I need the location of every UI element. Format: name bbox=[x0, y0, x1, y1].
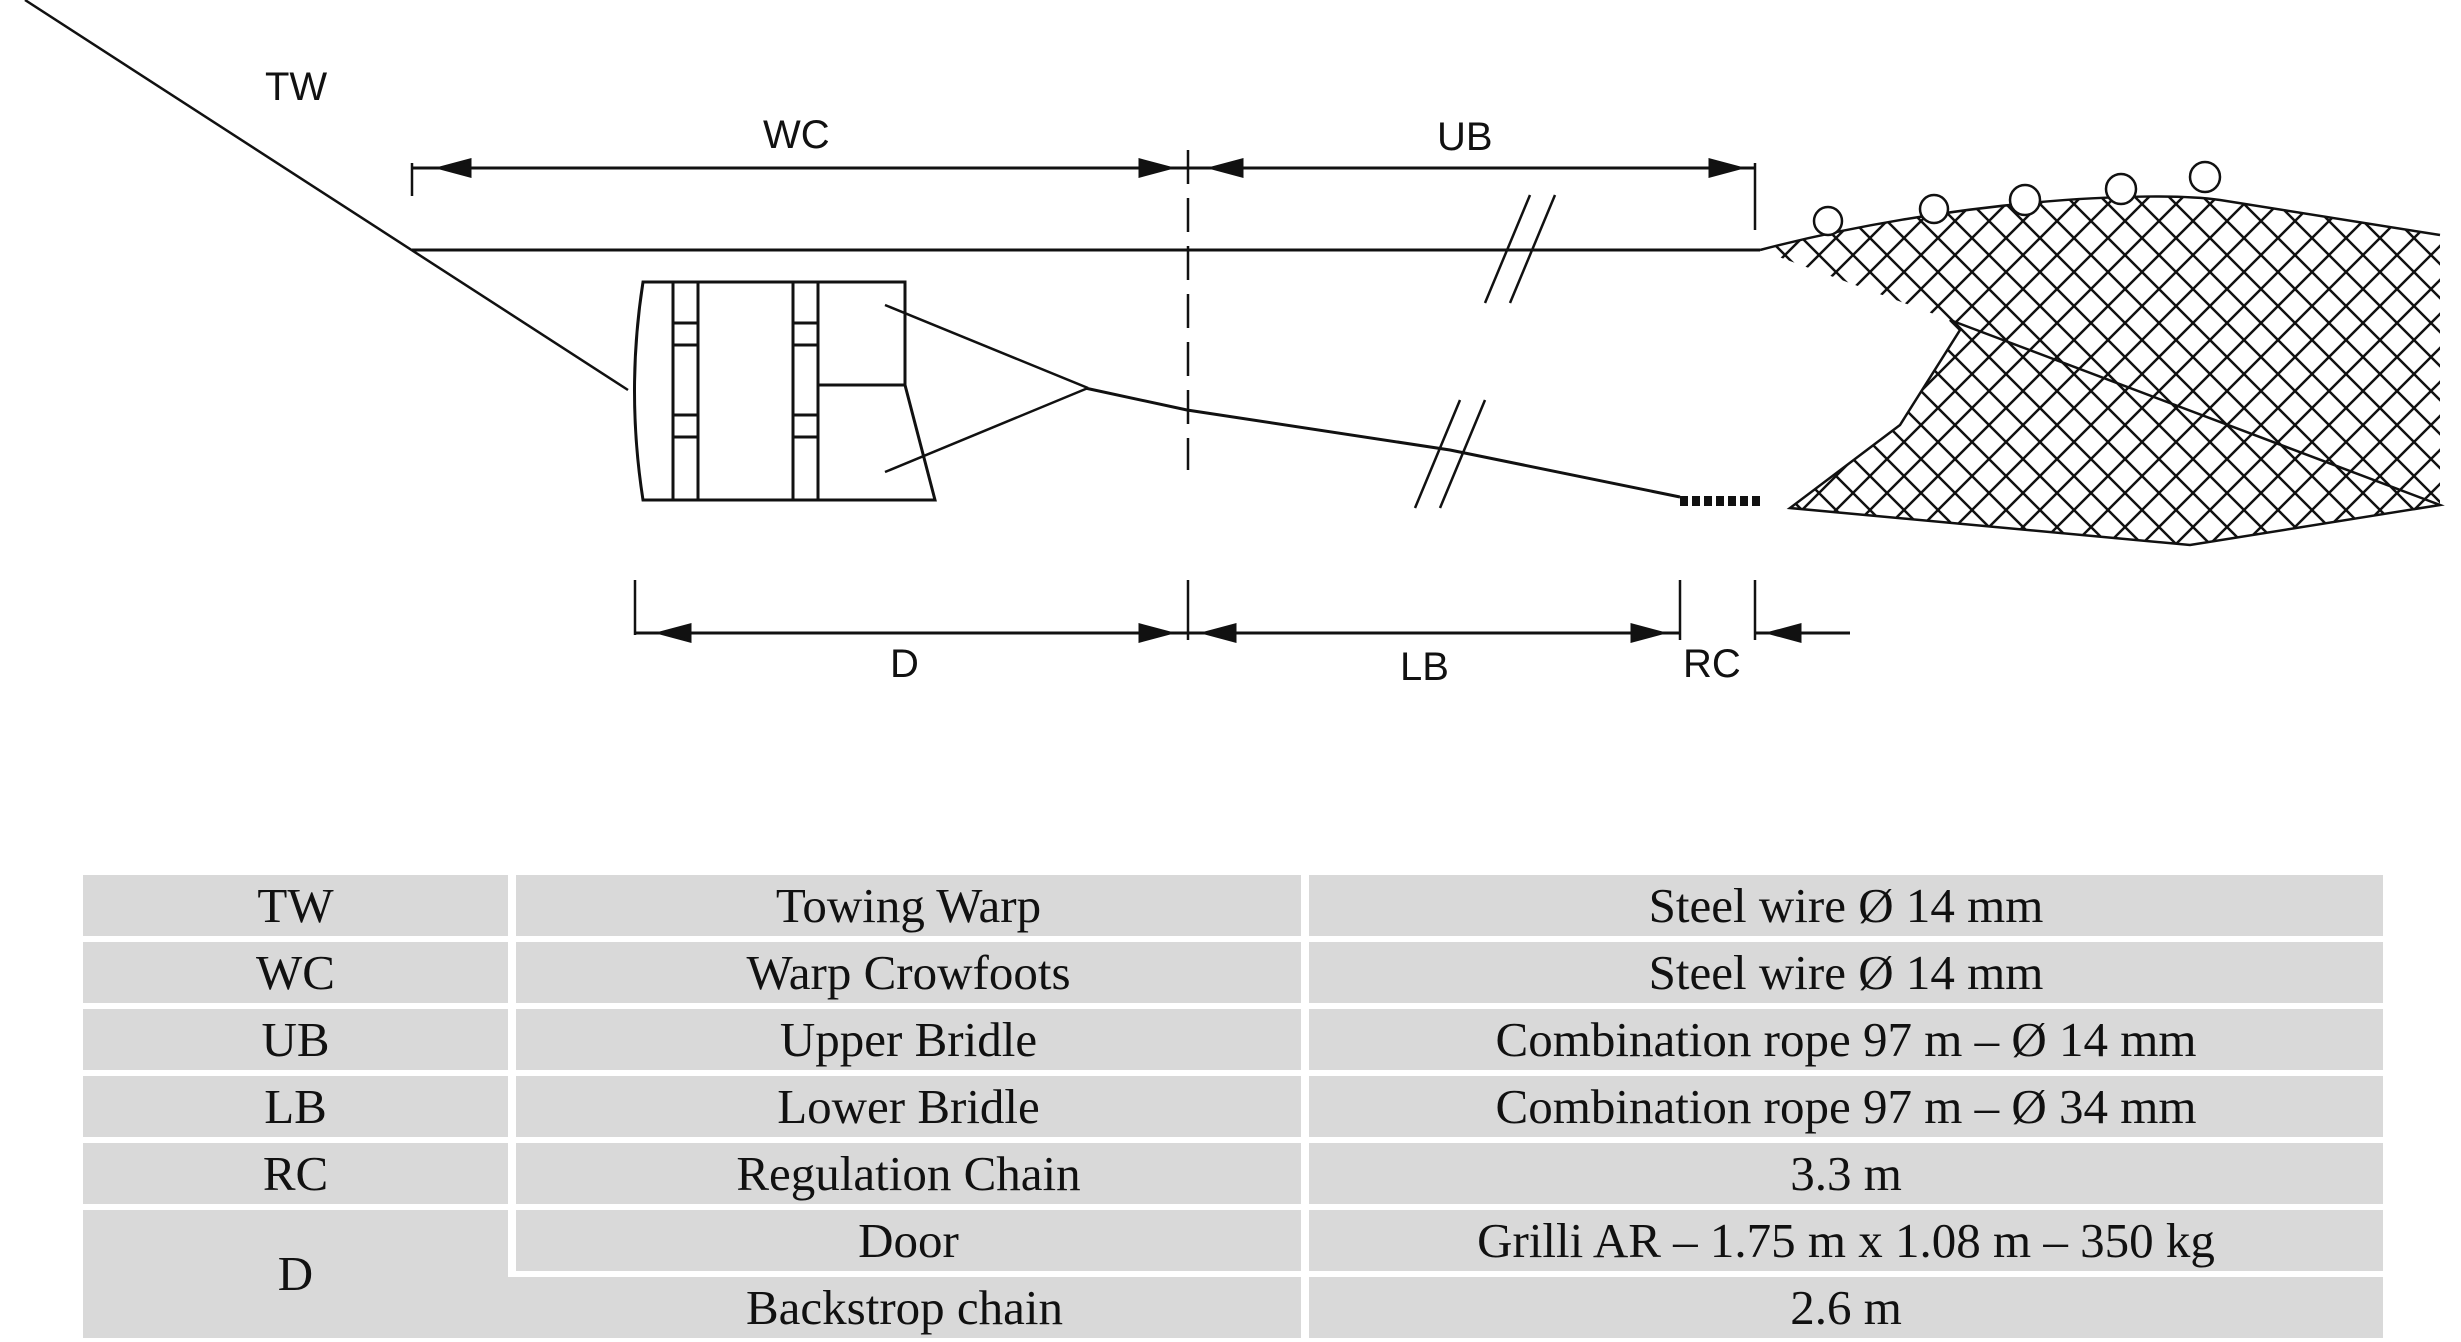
table-row: LB Lower Bridle Combination rope 97 m – … bbox=[83, 1076, 2383, 1137]
spec-cell: Combination rope 97 m – Ø 14 mm bbox=[1301, 1009, 2383, 1070]
table-row: Backstrop chain 2.6 m bbox=[83, 1277, 2383, 1338]
label-lb: LB bbox=[1400, 645, 1449, 689]
label-tw: TW bbox=[265, 65, 327, 109]
rigging-spec-table: TW Towing Warp Steel wire Ø 14 mm WC War… bbox=[83, 869, 2383, 1342]
spec-cell: 3.3 m bbox=[1301, 1143, 2383, 1204]
break-marks bbox=[1413, 194, 1557, 509]
component-cell: Upper Bridle bbox=[508, 1009, 1301, 1070]
component-cell: Regulation Chain bbox=[508, 1143, 1301, 1204]
headline-floats bbox=[1812, 160, 2222, 237]
component-cell: Door bbox=[508, 1210, 1301, 1271]
table-row: UB Upper Bridle Combination rope 97 m – … bbox=[83, 1009, 2383, 1070]
component-cell: Backstrop chain bbox=[508, 1277, 1301, 1338]
towing-warp-line bbox=[24, 0, 629, 392]
code-cell: D bbox=[83, 1210, 508, 1338]
component-cell: Warp Crowfoots bbox=[508, 942, 1301, 1003]
spec-cell: Grilli AR – 1.75 m x 1.08 m – 350 kg bbox=[1301, 1210, 2383, 1271]
label-rc: RC bbox=[1683, 642, 1741, 686]
table-row: WC Warp Crowfoots Steel wire Ø 14 mm bbox=[83, 942, 2383, 1003]
trawl-net bbox=[1759, 195, 2445, 547]
code-cell: TW bbox=[83, 875, 508, 936]
label-ub: UB bbox=[1437, 115, 1493, 159]
spec-cell: Steel wire Ø 14 mm bbox=[1301, 942, 2383, 1003]
code-cell: LB bbox=[83, 1076, 508, 1137]
table-row: D Door Grilli AR – 1.75 m x 1.08 m – 350… bbox=[83, 1210, 2383, 1338]
code-cell: WC bbox=[83, 942, 508, 1003]
label-wc: WC bbox=[763, 113, 830, 157]
dimension-lines bbox=[412, 158, 1850, 643]
code-cell: RC bbox=[83, 1143, 508, 1204]
spec-cell: Steel wire Ø 14 mm bbox=[1301, 875, 2383, 936]
dimension-extension-lines bbox=[410, 150, 1757, 640]
table-row: TW Towing Warp Steel wire Ø 14 mm bbox=[83, 875, 2383, 936]
lower-bridle-line bbox=[1084, 386, 1681, 499]
table-row: RC Regulation Chain 3.3 m bbox=[83, 1143, 2383, 1204]
code-cell: UB bbox=[83, 1009, 508, 1070]
spec-cell: Combination rope 97 m – Ø 34 mm bbox=[1301, 1076, 2383, 1137]
spec-cell: 2.6 m bbox=[1301, 1277, 2383, 1338]
backstrop-chain bbox=[884, 303, 1089, 474]
component-cell: Towing Warp bbox=[508, 875, 1301, 936]
component-cell: Lower Bridle bbox=[508, 1076, 1301, 1137]
label-d: D bbox=[890, 642, 919, 686]
door-board bbox=[633, 280, 937, 502]
